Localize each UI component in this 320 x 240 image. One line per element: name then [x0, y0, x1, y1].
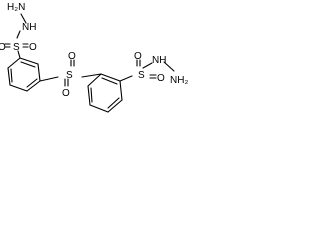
- ring2-bond: [119, 80, 123, 101]
- label-hydrazine-top: H₂N: [7, 2, 25, 13]
- ring2-bond: [107, 99, 123, 113]
- label-nh-top: NH: [22, 22, 36, 33]
- label-sulfonyl-right-o2: O: [157, 73, 165, 84]
- ring2-bond: [100, 73, 121, 82]
- label-sulfonyl-right: S: [138, 70, 145, 81]
- ring2-double: [101, 77, 118, 85]
- label-sulfonyl-right-o1: O: [134, 51, 142, 62]
- ring1-bond: [7, 57, 21, 69]
- ring1-bond: [19, 57, 39, 65]
- bond-s-ring-top: [17, 50, 21, 59]
- label-hydrazine-right: NH₂: [170, 75, 188, 86]
- ring1-bond: [9, 84, 28, 92]
- ring2-bond: [89, 104, 109, 113]
- ring2-bond: [87, 85, 91, 106]
- ring1-bond: [26, 80, 41, 92]
- bond-n-s-top: [16, 30, 21, 39]
- label-sulfonyl-top: S: [13, 42, 20, 53]
- ring1-bond: [37, 63, 41, 82]
- label-nh-right: NH: [152, 55, 166, 66]
- bond-ring2-s-right: [119, 75, 133, 82]
- bond-s-center-ring2: [81, 73, 102, 78]
- bond-nn-right: [163, 61, 175, 72]
- bond-nn-top: [20, 13, 27, 24]
- ring2-double: [107, 97, 120, 109]
- label-sulfonyl-top-o2: O: [0, 42, 6, 53]
- label-sulfone-center-o1: O: [68, 51, 76, 62]
- bond-s-n-right: [142, 62, 153, 69]
- ring1-double: [10, 68, 13, 83]
- chemical-structure: H₂N NH S O O S O O S O O NH NH₂: [0, 2, 188, 113]
- ring1-double: [20, 61, 36, 68]
- ring1-double: [26, 78, 38, 88]
- bond-ring1-s-center: [39, 76, 59, 82]
- label-sulfone-center: S: [66, 70, 73, 81]
- label-sulfonyl-top-o1: O: [29, 42, 37, 53]
- ring2-bond: [87, 73, 102, 87]
- label-sulfone-center-o2: O: [62, 88, 70, 99]
- ring1-bond: [7, 67, 11, 86]
- ring2-double: [90, 87, 93, 103]
